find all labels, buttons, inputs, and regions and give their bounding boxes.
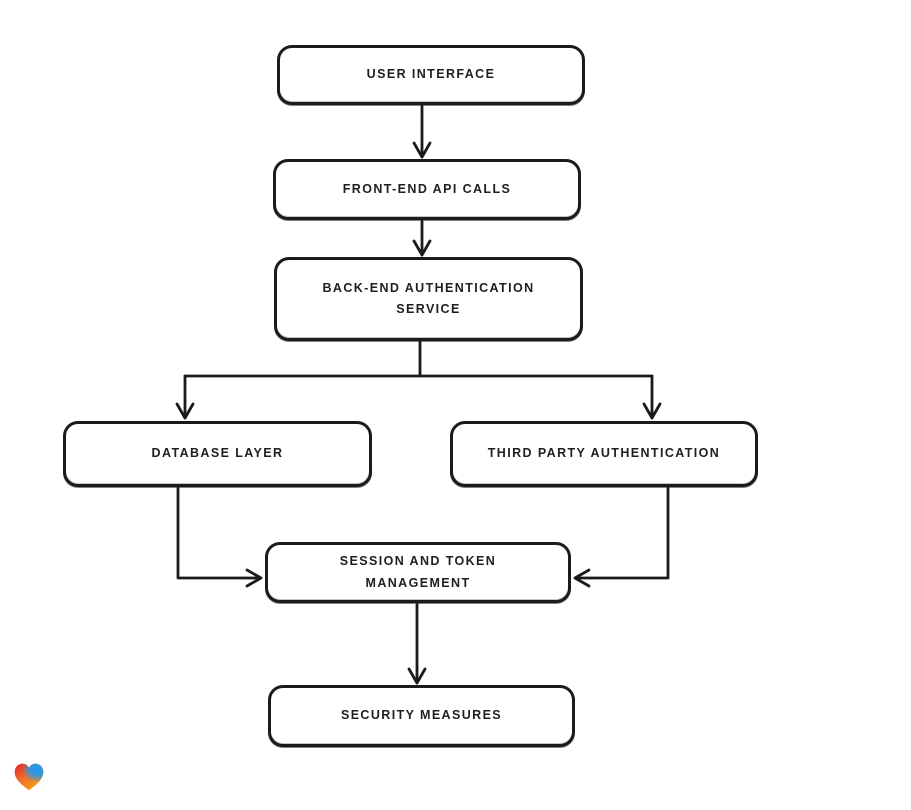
edge-back-end-authentication-service-branch [175,339,662,420]
node-front-end-api-calls-label: FRONT-END API CALLS [342,181,512,196]
edge-session-and-token-management-to-security-measures [407,602,427,685]
edge-third-party-authentication-to-session-and-token-management [573,486,670,588]
node-session-and-token-management-label: SESSION AND TOKEN MANAGEMENT [339,554,497,590]
node-third-party-authentication: THIRD PARTY AUTHENTICATION [450,421,758,487]
edge-database-layer-to-session-and-token-management [176,486,263,588]
node-back-end-authentication-service-label: BACK-END AUTHENTICATION SERVICE [322,280,535,316]
node-third-party-authentication-label: THIRD PARTY AUTHENTICATION [487,446,721,461]
node-session-and-token-management: SESSION AND TOKEN MANAGEMENT [265,542,571,603]
node-user-interface: USER INTERFACE [277,45,585,105]
node-database-layer-label: DATABASE LAYER [151,446,284,461]
edge-user-interface-to-front-end-api-calls [412,104,432,159]
node-security-measures-label: SECURITY MEASURES [340,708,503,723]
heart-gradient-icon [12,760,46,794]
lovable-badge[interactable] [12,760,46,794]
node-front-end-api-calls: FRONT-END API CALLS [273,159,581,220]
node-security-measures: SECURITY MEASURES [268,685,575,747]
node-user-interface-label: USER INTERFACE [366,67,496,82]
node-back-end-authentication-service: BACK-END AUTHENTICATION SERVICE [274,257,583,341]
node-database-layer: DATABASE LAYER [63,421,372,487]
edge-front-end-api-calls-to-back-end-authentication-service [412,219,432,257]
